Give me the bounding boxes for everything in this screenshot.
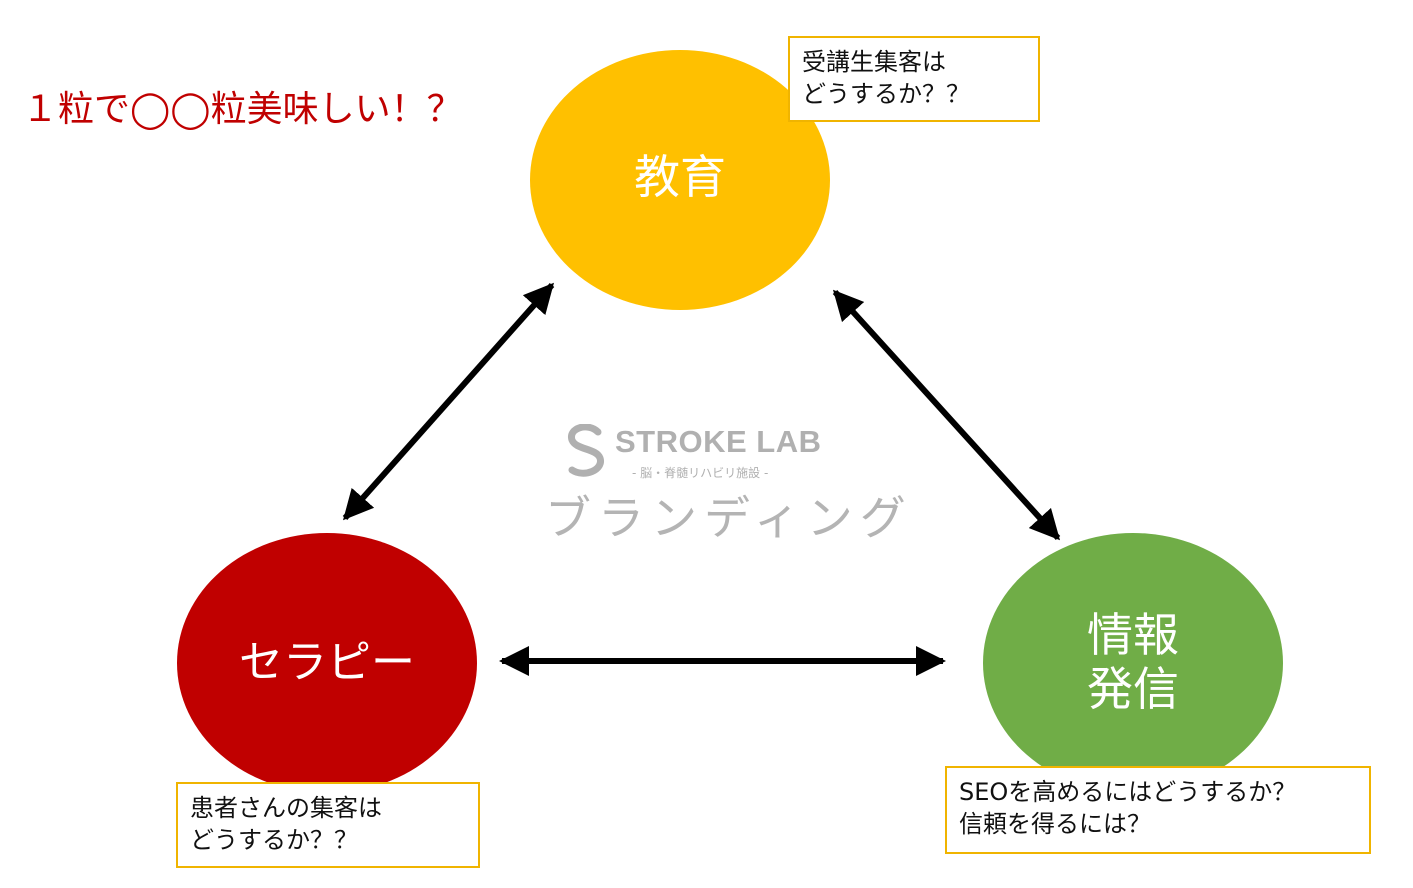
arrow-education-information (832, 289, 1061, 541)
information-note: SEOを高めるにはどうするか？ 信頼を得るには？ (945, 766, 1371, 854)
education-note-line2: どうするか？？ (802, 80, 970, 108)
information-label-line2: 発信 (1087, 662, 1179, 716)
education-note-line1: 受講生集客は (802, 48, 946, 76)
logo-subtitle: ブランディング (545, 491, 913, 545)
education-label-text: 教育 (634, 150, 726, 204)
education-circle (530, 50, 830, 310)
stroke-lab-logo: STROKE LAB - 脳・脊髄リハビリ施設 - ブランディング (545, 422, 906, 545)
therapy-label: セラピー (207, 636, 447, 690)
information-note-line1: SEOを高めるにはどうするか？ (959, 778, 1297, 806)
therapy-note: 患者さんの集客は どうするか？？ (176, 782, 480, 868)
therapy-note-line1: 患者さんの集客は (190, 794, 382, 822)
therapy-label-text: セラピー (239, 637, 415, 688)
therapy-note-line2: どうするか？？ (190, 826, 358, 854)
education-note: 受講生集客は どうするか？？ (788, 36, 1040, 122)
education-label: 教育 (580, 150, 780, 204)
logo-tagline: - 脳・脊髄リハビリ施設 - (632, 466, 769, 480)
logo-name: STROKE LAB (615, 424, 822, 459)
information-label-line1: 情報 (1087, 608, 1179, 662)
information-note-line2: 信頼を得るには？ (959, 810, 1151, 838)
information-circle (983, 533, 1283, 793)
therapy-circle (177, 533, 477, 793)
headline: １粒で◯◯粒美味しい！？ (22, 89, 463, 130)
logo-mark-icon (568, 424, 604, 477)
arrow-education-therapy (342, 282, 555, 521)
information-label: 情報 発信 (1033, 608, 1233, 716)
